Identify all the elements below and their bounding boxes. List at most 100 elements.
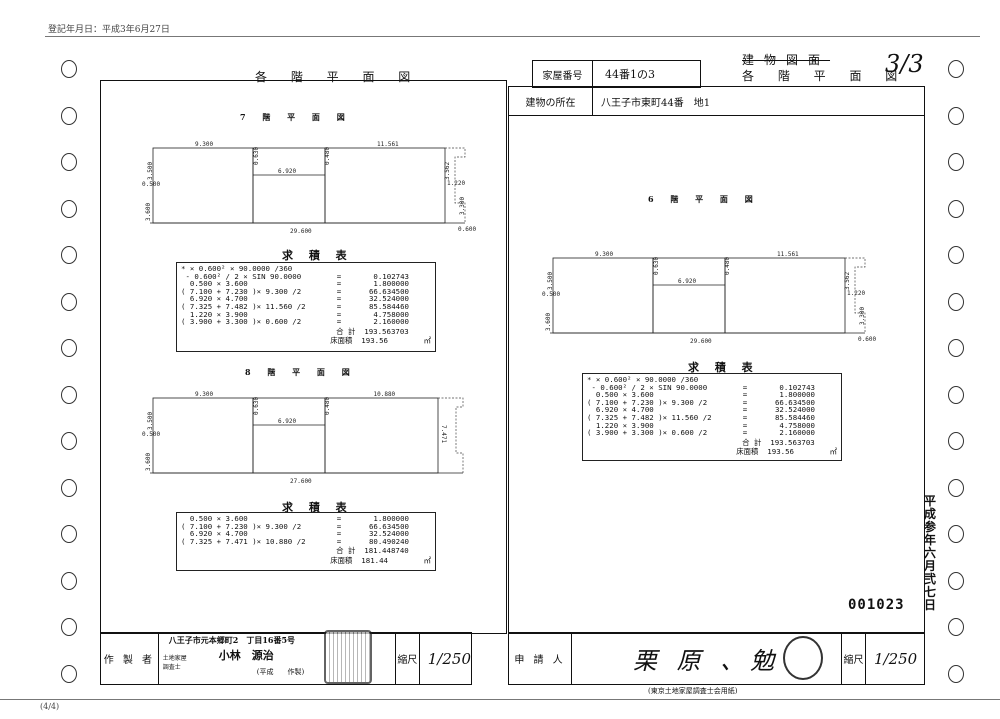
maker-box: 作 製 者 八王子市元本郷町2 丁目16番5号 土地家屋調査士 小林 源治 (平… xyxy=(100,630,472,685)
house-number-box: 家屋番号 44番1の3 xyxy=(532,60,701,88)
calc-row: 6.920 × 4.700=32.524000 xyxy=(181,294,409,304)
left-sheet-frame xyxy=(100,80,507,634)
dim-right: 7.471 xyxy=(440,425,447,443)
floor-6-calc-title: 求 積 表 xyxy=(688,361,759,374)
room-right xyxy=(724,257,846,334)
binder-hole-icon xyxy=(61,339,77,357)
dim-left-lower: 3.600 xyxy=(145,203,152,221)
binder-hole-icon xyxy=(61,106,77,125)
page-bottom-edge xyxy=(0,699,1000,700)
binder-hole-icon xyxy=(948,106,964,125)
balcony-outline xyxy=(845,257,866,333)
dim-right-small: 1.220 xyxy=(447,180,465,187)
calc-row: 0.500 × 3.600=1.800000 xyxy=(181,514,409,523)
calc-row: ( 7.100 + 7.230 )× 9.300 /2=66.634500 xyxy=(587,397,815,407)
dim-top-right: 10.880 xyxy=(374,391,396,398)
page-top-edge xyxy=(45,36,980,37)
binder-hole-icon xyxy=(61,246,77,264)
dim-v2: 0.480 xyxy=(724,257,731,275)
dim-right-lower: 3.300 xyxy=(859,307,866,325)
maker-title: 土地家屋調査士 xyxy=(162,655,187,671)
dim-corner: 0.600 xyxy=(858,336,876,343)
dim-right-lower: 3.300 xyxy=(459,197,466,215)
dim-right-small: 1.220 xyxy=(847,290,865,297)
calc-row: ( 3.900 + 3.300 )× 0.600 /2=2.160000 xyxy=(181,317,409,327)
binder-hole-icon xyxy=(61,618,77,636)
calc-row: 0.500 × 3.600=1.800000 xyxy=(181,279,409,289)
dim-middle: 6.920 xyxy=(278,418,296,425)
maker-label: 作 製 者 xyxy=(101,633,159,684)
binder-hole-icon xyxy=(61,664,77,683)
dim-left-small: 0.500 xyxy=(542,291,560,298)
dim-middle: 6.920 xyxy=(278,168,296,175)
location-box: 建物の所在 八王子市東町44番 地1 xyxy=(508,86,925,116)
applicant-seal xyxy=(783,636,823,680)
room-middle xyxy=(252,147,326,224)
dim-right-upper: 3.562 xyxy=(844,272,851,290)
binder-hole-icon xyxy=(948,199,964,218)
calc-row: ( 7.325 + 7.482 )× 11.560 /2=85.584460 xyxy=(181,301,409,311)
binder-hole-icon xyxy=(948,153,964,171)
binder-hole-icon xyxy=(948,525,964,543)
binder-hole-icon xyxy=(61,525,77,543)
floor-8-calc-table: 0.500 × 3.600=1.800000( 7.100 + 7.230 )×… xyxy=(176,512,436,571)
room-right xyxy=(324,397,439,474)
calc-total: 合 計 193.563703 xyxy=(742,437,837,447)
calc-row: ( 7.325 + 7.482 )× 11.560 /2=85.584460 xyxy=(587,412,815,422)
floor-area: 床面積 193.56 ㎡ xyxy=(736,447,837,457)
dim-bottom: 29.600 xyxy=(290,228,312,235)
dim-top-left: 9.300 xyxy=(595,251,613,258)
binder-hole-icon xyxy=(948,571,964,590)
binder-hole-icon xyxy=(948,432,964,450)
floor-7-calc-table: * × 0.600² × 90.0000 /360 - 0.600² / 2 ×… xyxy=(176,262,436,352)
calc-row: ( 7.100 + 7.230 )× 9.300 /2=66.634500 xyxy=(181,286,409,296)
made-note: (平成 作製) xyxy=(256,668,305,676)
dim-top-left: 9.300 xyxy=(195,141,213,148)
page-counter: (4/4) xyxy=(40,702,60,711)
balcony-outline xyxy=(445,147,466,223)
balcony-outline xyxy=(438,397,464,473)
location: 八王子市東町44番 地1 xyxy=(601,97,711,109)
calc-row: 0.500 × 3.600=1.800000 xyxy=(587,390,815,400)
binder-hole-icon xyxy=(61,478,77,497)
dim-left-small: 0.500 xyxy=(142,181,160,188)
maker-seal xyxy=(323,630,372,684)
scale-label-right: 縮尺 xyxy=(842,633,866,684)
calc-row: 6.920 × 4.700=32.524000 xyxy=(587,405,815,415)
calc-row: 1.220 × 3.900=4.758000 xyxy=(181,309,409,319)
floor-area: 床面積 193.56 ㎡ xyxy=(330,336,431,346)
calc-total: 合 計 193.563703 xyxy=(336,326,431,336)
floor-6-title: 6 階 平 面 図 xyxy=(648,194,760,204)
floor-area: 床面積 181.44 ㎡ xyxy=(330,555,431,565)
scale-right: 1/250 xyxy=(874,649,918,668)
binder-hole-icon xyxy=(948,664,964,683)
dim-v1: 0.630 xyxy=(253,147,260,165)
dim-corner: 0.600 xyxy=(458,226,476,233)
location-label: 建物の所在 xyxy=(509,87,593,115)
room-middle xyxy=(652,257,726,334)
binder-hole-icon xyxy=(61,153,77,171)
doc-title-struck: 建物図面 xyxy=(742,53,831,67)
dim-v2: 0.480 xyxy=(324,397,331,415)
dim-top-right: 11.561 xyxy=(377,141,399,148)
dim-top-right: 11.561 xyxy=(777,251,799,258)
maker-name: 小林 源治 xyxy=(218,649,274,662)
binder-hole-icon xyxy=(61,571,77,590)
floor-8-calc-title: 求 積 表 xyxy=(282,501,353,514)
floor-6-calc-table: * × 0.600² × 90.0000 /360 - 0.600² / 2 ×… xyxy=(582,373,842,461)
dim-bottom: 27.600 xyxy=(290,478,312,485)
dim-left-upper: 3.500 xyxy=(547,272,554,290)
calc-row: - 0.600² / 2 × SIN 90.0000=0.102743 xyxy=(181,271,409,281)
binder-hole-icon xyxy=(61,432,77,450)
room-left xyxy=(152,147,254,224)
binder-hole-icon xyxy=(948,385,964,404)
floor-8-title: 8 階 平 面 図 xyxy=(245,367,357,377)
applicant-box: 申 請 人 栗 原 、勉 縮尺 1/250 xyxy=(508,632,925,685)
binder-hole-icon xyxy=(61,199,77,218)
calc-row: 6.920 × 4.700=32.524000 xyxy=(181,529,409,539)
house-number-label: 家屋番号 xyxy=(533,61,593,87)
binder-hole-icon xyxy=(948,339,964,357)
